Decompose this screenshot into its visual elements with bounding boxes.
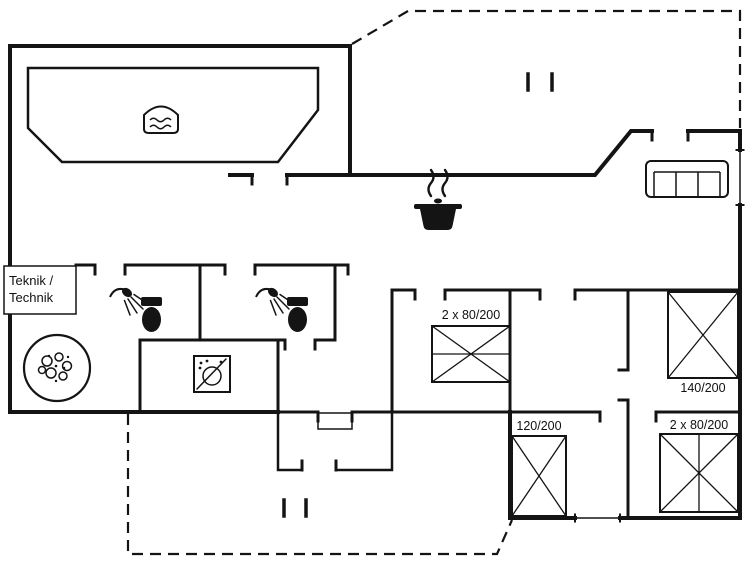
- shower-icon: [109, 287, 149, 316]
- terrace-post-icon: [282, 72, 554, 518]
- toilet-tank: [141, 297, 162, 306]
- bed-double-middle: 2 x 80/200: [431, 308, 511, 383]
- shower-icon-2: [255, 287, 295, 316]
- toilet-tank: [287, 297, 308, 306]
- sofa-icon: [645, 160, 729, 198]
- pool: [26, 66, 320, 164]
- pot-rim: [414, 204, 462, 209]
- pool-icon: [143, 105, 179, 134]
- pot-body: [420, 209, 456, 230]
- terrace-outline-bottom: [126, 414, 514, 556]
- washing-machine-icon: [193, 355, 231, 393]
- window-ticks: [735, 149, 745, 206]
- terrace-posts: [282, 72, 554, 518]
- bed-size-label: 2 x 80/200: [670, 418, 728, 432]
- bed-lines: [431, 325, 511, 383]
- technic-room-box: [3, 265, 77, 315]
- technic-room-label-line2: Technik: [9, 290, 54, 305]
- bed-lines: [659, 433, 739, 513]
- steam-icon: [427, 168, 449, 198]
- hot-tub-icon: [22, 333, 92, 403]
- bed-size-label: 120/200: [516, 419, 561, 433]
- bed-outline: [667, 291, 739, 379]
- pool-room-wall: [8, 44, 352, 177]
- windows: [574, 149, 745, 523]
- southeast-wall: [508, 410, 577, 520]
- technic-room-label-line1: Teknik /: [9, 273, 53, 288]
- mid-wall-diagonal: [348, 129, 654, 177]
- terrace-top-boundary: [351, 9, 742, 128]
- window-ticks: [574, 513, 621, 523]
- toilet-bowl: [142, 307, 161, 332]
- terrace-outline-top: [351, 9, 742, 128]
- west-south-wall: [8, 44, 280, 414]
- washer-detail: [196, 358, 227, 390]
- washer-body: [193, 355, 231, 393]
- bed-outline: [511, 435, 567, 517]
- terrace-bottom-boundary: [126, 414, 514, 556]
- pool-icon-waves: [149, 117, 172, 130]
- shower-spray: [123, 293, 149, 316]
- bed-lines: [511, 435, 567, 517]
- east-wall: [618, 203, 742, 520]
- cooking-pot-icon: [414, 168, 462, 230]
- pool-icon-shell: [143, 105, 179, 134]
- sofa-cushions: [653, 171, 721, 197]
- bed-lines: [667, 291, 739, 379]
- bed-size-label: 2 x 80/200: [442, 308, 500, 322]
- bed-double-bottom-right: 2 x 80/200: [659, 418, 739, 513]
- technic-room: Teknik / Technik: [3, 265, 77, 315]
- shower-spray: [269, 293, 295, 316]
- pool-outline: [26, 66, 320, 164]
- interior-walls: [74, 263, 742, 520]
- bed-bottom-left: 120/200: [511, 419, 567, 517]
- vestibule-walls: [276, 410, 394, 472]
- northeast-wall: [686, 129, 742, 152]
- outer-walls: [8, 44, 742, 520]
- shower-head: [122, 287, 132, 298]
- toilet-icon-2: [287, 297, 308, 332]
- bed-right-top: 140/200: [667, 291, 739, 395]
- washer-door: [202, 366, 222, 386]
- toilet-icon: [141, 297, 162, 332]
- pot-lid-knob: [434, 198, 442, 204]
- entrance-step: [317, 412, 353, 430]
- door-ticks: [93, 129, 690, 472]
- sofa-outline: [645, 160, 729, 198]
- toilet-bowl: [288, 307, 307, 332]
- door-jambs: [93, 129, 690, 472]
- hot-tub-rim: [22, 333, 92, 403]
- shower-head: [268, 287, 278, 298]
- bed-size-label: 140/200: [680, 381, 725, 395]
